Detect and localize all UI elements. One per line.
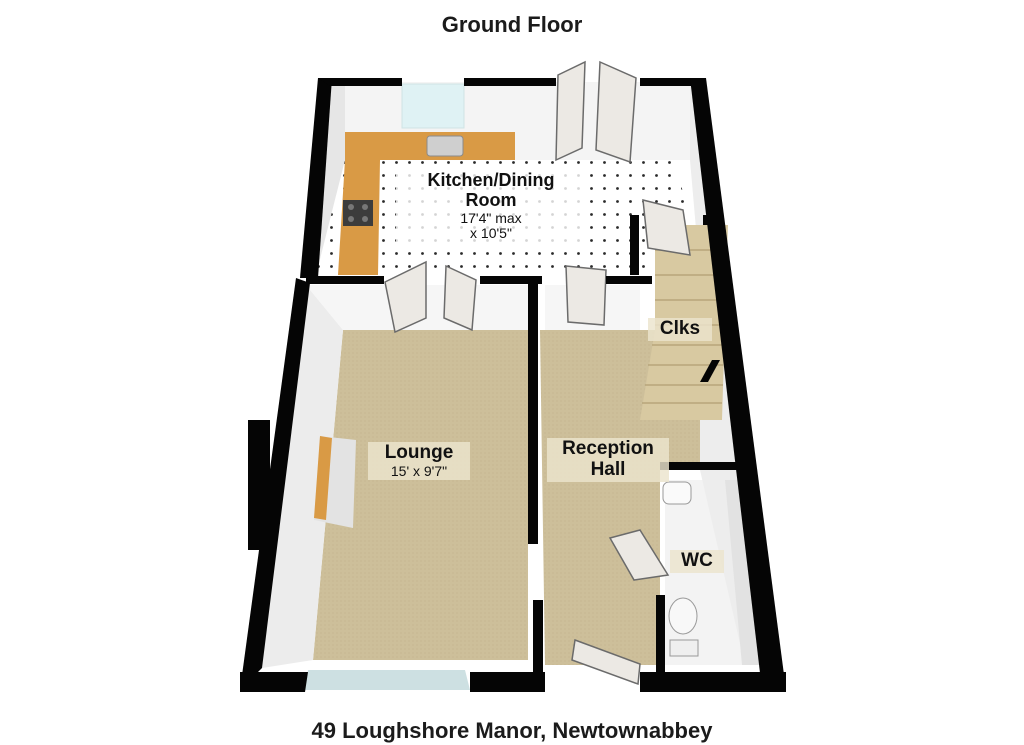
wall-lounge-hall-lower xyxy=(533,600,543,692)
door-kitchen-hall xyxy=(565,265,607,326)
wall-kitchen-lounge-mid xyxy=(480,276,542,284)
wall-clks-right xyxy=(703,215,712,225)
room-label-kitchen: Kitchen/Dining Room 17'4" max x 10'5" xyxy=(396,170,586,243)
outer-wall-bottom-right xyxy=(640,672,786,692)
room-label-clks: Clks xyxy=(648,318,712,341)
property-address: 49 Loughshore Manor, Newtownabbey xyxy=(311,718,713,743)
lounge-floor xyxy=(313,330,528,660)
kitchen-dim-line1: 17'4" max xyxy=(460,209,522,226)
chimney-breast xyxy=(248,420,270,550)
outer-wall-top-left xyxy=(318,78,402,86)
wall-kitchen-hall xyxy=(606,276,652,284)
lounge-dims: 15' x 9'7" xyxy=(390,462,448,479)
front-door xyxy=(571,638,641,686)
room-label-wc: WC xyxy=(670,550,724,573)
patio-door-right xyxy=(595,60,637,164)
kitchen-name-line1: Kitchen/Dining xyxy=(427,170,555,190)
wall-clks-top xyxy=(630,215,639,275)
patio-door-left xyxy=(555,60,586,162)
kitchen-worktop xyxy=(338,132,515,275)
outer-wall-top-mid xyxy=(464,78,556,86)
wall-lounge-hall xyxy=(528,282,538,544)
sink-icon xyxy=(426,135,464,157)
kitchen-dim-line2: x 10'5" xyxy=(470,224,512,241)
hall-name-line2: Hall xyxy=(590,458,626,480)
outer-wall-bottom-mid xyxy=(470,672,545,692)
room-label-hall: Reception Hall xyxy=(547,438,669,482)
basin-icon xyxy=(662,481,692,505)
wall-kitchen-lounge xyxy=(306,276,384,284)
lounge-left-wall xyxy=(262,285,343,668)
outer-wall-left xyxy=(240,278,310,690)
lounge-name: Lounge xyxy=(384,442,454,463)
lounge-window xyxy=(305,670,470,690)
door-kitchen-lounge-b xyxy=(443,264,477,332)
kitchen-name-line2: Room xyxy=(465,189,517,210)
clks-name: Clks xyxy=(659,318,701,339)
door-clks xyxy=(642,199,691,256)
wall-wc-left xyxy=(656,595,665,690)
wc-name: WC xyxy=(681,550,713,571)
outer-wall-right xyxy=(690,78,786,690)
outer-wall-top-right xyxy=(640,78,706,86)
hob-icon xyxy=(343,200,373,226)
kitchen-window xyxy=(401,83,465,129)
wc-right-face xyxy=(725,480,760,665)
door-wc xyxy=(608,529,670,581)
hall-name-line1: Reception xyxy=(562,438,654,459)
outer-wall-bottom-left xyxy=(240,672,308,692)
wall-wc-top xyxy=(660,462,740,470)
door-kitchen-lounge-a xyxy=(384,260,427,334)
outer-wall-left-top xyxy=(300,78,332,278)
wall-stair-side xyxy=(700,360,720,382)
floor-title: Ground Floor xyxy=(441,12,583,37)
room-label-lounge: Lounge 15' x 9'7" xyxy=(368,442,470,481)
toilet-icon xyxy=(668,597,698,635)
